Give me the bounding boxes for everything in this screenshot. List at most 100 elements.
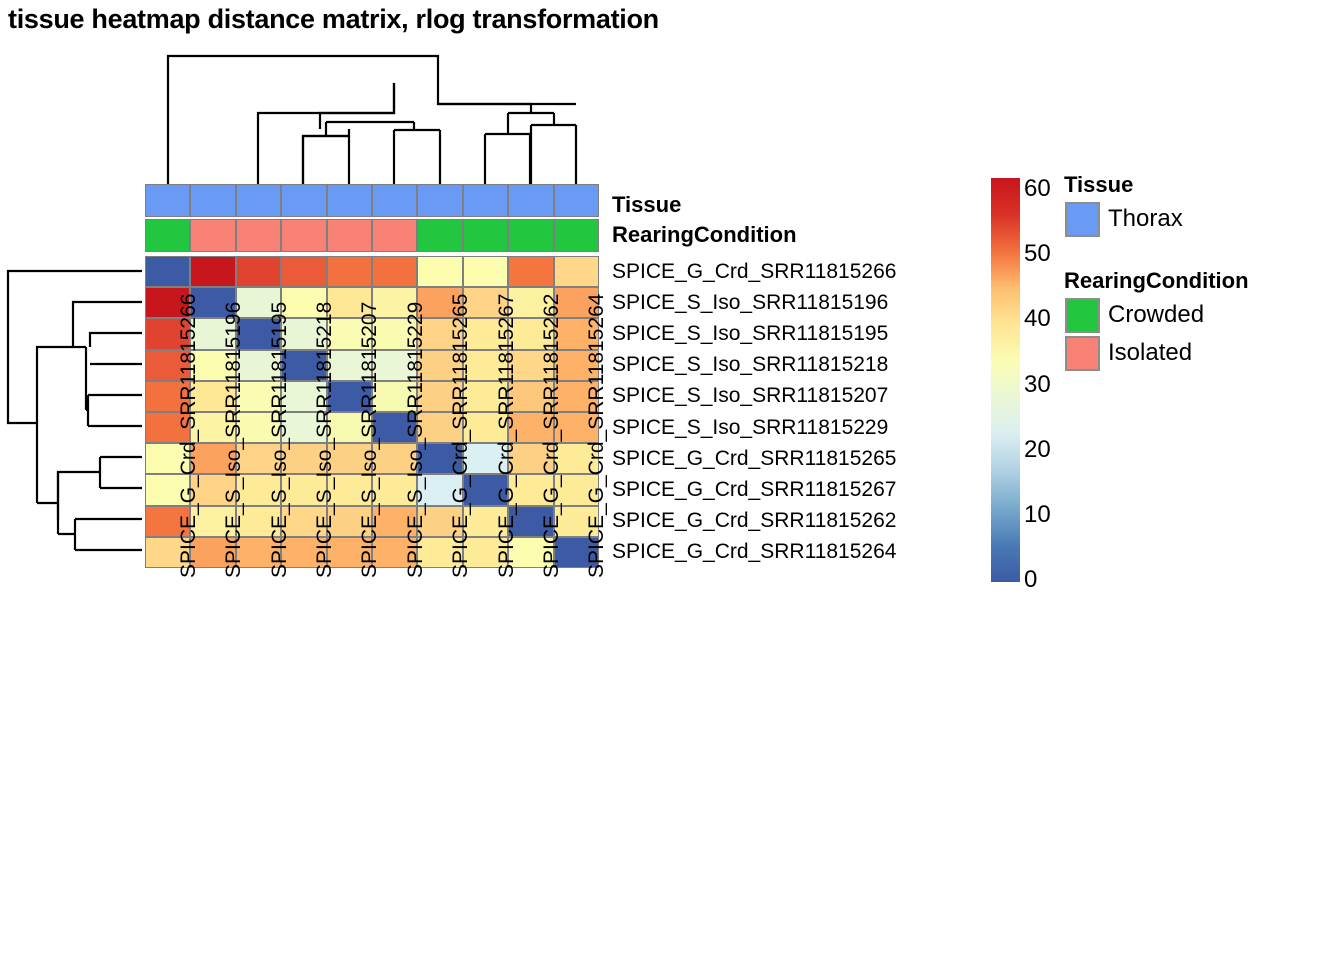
heatmap-cell — [372, 536, 418, 568]
annotation-cell — [326, 184, 372, 217]
heatmap-cell — [417, 256, 463, 288]
row-label: SPICE_S_Iso_SRR11815218 — [612, 353, 889, 377]
annotation-cell — [508, 219, 554, 252]
heatmap-cell — [417, 412, 463, 444]
annotation-cell — [508, 184, 554, 217]
row-dendrogram — [6, 269, 142, 552]
heatmap-cell — [281, 474, 327, 506]
legend-swatch — [1065, 298, 1100, 333]
annotation-cell — [145, 184, 191, 217]
heatmap-cell — [508, 474, 554, 506]
heatmap-cell — [235, 287, 282, 319]
annotation-cell — [462, 219, 509, 252]
heatmap-cell — [462, 505, 509, 537]
heatmap-cell — [326, 256, 372, 288]
heatmap-cell — [372, 287, 418, 319]
column-label: SPICE_G_Crd_SRR11815262 — [539, 293, 563, 578]
heatmap-cell — [235, 318, 282, 350]
legend-label: Thorax — [1108, 205, 1183, 232]
heatmap-cell — [462, 536, 509, 568]
heatmap-cell — [235, 380, 282, 412]
row-label: SPICE_S_Iso_SRR11815207 — [612, 384, 889, 408]
annotation-cell — [190, 184, 236, 217]
annotation-cell — [372, 219, 418, 252]
row-label: SPICE_S_Iso_SRR11815195 — [612, 322, 889, 345]
heatmap-cell — [326, 474, 372, 506]
heatmap-cell — [190, 318, 236, 350]
heatmap-cell — [553, 443, 599, 475]
heatmap-cell — [553, 536, 599, 568]
heatmap-cell — [235, 443, 282, 475]
column-dendrogram — [166, 54, 578, 184]
row-label: SPICE_G_Crd_SRR11815264 — [612, 540, 897, 564]
colorbar-tick-label: 0 — [1024, 566, 1038, 593]
heatmap-cell — [553, 412, 599, 444]
heatmap-cell — [145, 349, 191, 381]
heatmap-cell — [372, 505, 418, 537]
heatmap-cell — [281, 412, 327, 444]
legend-swatch — [1065, 202, 1100, 237]
heatmap-cell — [553, 256, 599, 288]
heatmap-cell — [372, 443, 418, 475]
annotation-cell — [553, 184, 599, 217]
heatmap-cell — [508, 380, 554, 412]
column-label: SPICE_G_Crd_SRR11815267 — [494, 293, 518, 578]
column-label: SPICE_S_Iso_SRR11815195 — [267, 301, 291, 578]
heatmap-cell — [145, 443, 191, 475]
heatmap-cell — [326, 318, 372, 350]
legend-swatch — [1065, 336, 1100, 371]
heatmap-cell — [145, 256, 191, 288]
annotation-label-tissue: Tissue — [612, 192, 682, 217]
heatmap-cell — [281, 380, 327, 412]
heatmap-cell — [190, 536, 236, 568]
heatmap-cell — [190, 443, 236, 475]
heatmap-cell — [281, 256, 327, 288]
heatmap-cell — [553, 318, 599, 350]
legend-label: Crowded — [1108, 301, 1205, 328]
legend-label: Isolated — [1108, 339, 1193, 366]
heatmap-cell — [235, 349, 282, 381]
heatmap-cell — [372, 380, 418, 412]
annotation-cell — [372, 184, 418, 217]
heatmap-cell — [281, 349, 327, 381]
annotation-cell — [417, 219, 463, 252]
heatmap-cell — [553, 380, 599, 412]
heatmap-cell — [145, 474, 191, 506]
heatmap-cell — [281, 505, 327, 537]
annotation-label-rearingcondition: RearingCondition — [612, 222, 797, 247]
heatmap-cell — [372, 349, 418, 381]
heatmap-cell — [326, 380, 372, 412]
annotation-cell — [235, 184, 282, 217]
row-label: SPICE_G_Crd_SRR11815266 — [612, 259, 897, 283]
heatmap-cell — [508, 443, 554, 475]
heatmap-cell — [417, 443, 463, 475]
column-label: SPICE_S_Iso_SRR11815229 — [403, 301, 427, 578]
colorbar-tick-label: 30 — [1024, 370, 1051, 398]
heatmap-cell — [145, 380, 191, 412]
annotation-cell — [281, 219, 327, 252]
heatmap-cell — [372, 412, 418, 444]
heatmap-cell — [553, 474, 599, 506]
heatmap-cell — [190, 474, 236, 506]
heatmap-cell — [508, 256, 554, 288]
heatmap-cell — [462, 256, 509, 288]
heatmap-cell — [235, 505, 282, 537]
heatmap-cell — [462, 287, 509, 319]
heatmap-cell — [508, 287, 554, 319]
heatmap-cell — [417, 349, 463, 381]
heatmap-cell — [235, 474, 282, 506]
annotation-cell — [326, 219, 372, 252]
annotation-cell — [145, 219, 191, 252]
heatmap-cell — [372, 474, 418, 506]
colorbar — [991, 178, 1020, 582]
heatmap-cell — [417, 536, 463, 568]
heatmap-cell — [281, 536, 327, 568]
annotation-cell — [553, 219, 599, 252]
colorbar-tick-label: 40 — [1024, 305, 1051, 333]
heatmap-cell — [462, 349, 509, 381]
colorbar-tick-label: 60 — [1024, 175, 1051, 203]
heatmap-cell — [417, 474, 463, 506]
row-label: SPICE_S_Iso_SRR11815196 — [612, 290, 889, 314]
heatmap-cell — [417, 318, 463, 350]
column-label: SPICE_G_Crd_SRR11815265 — [449, 293, 473, 578]
